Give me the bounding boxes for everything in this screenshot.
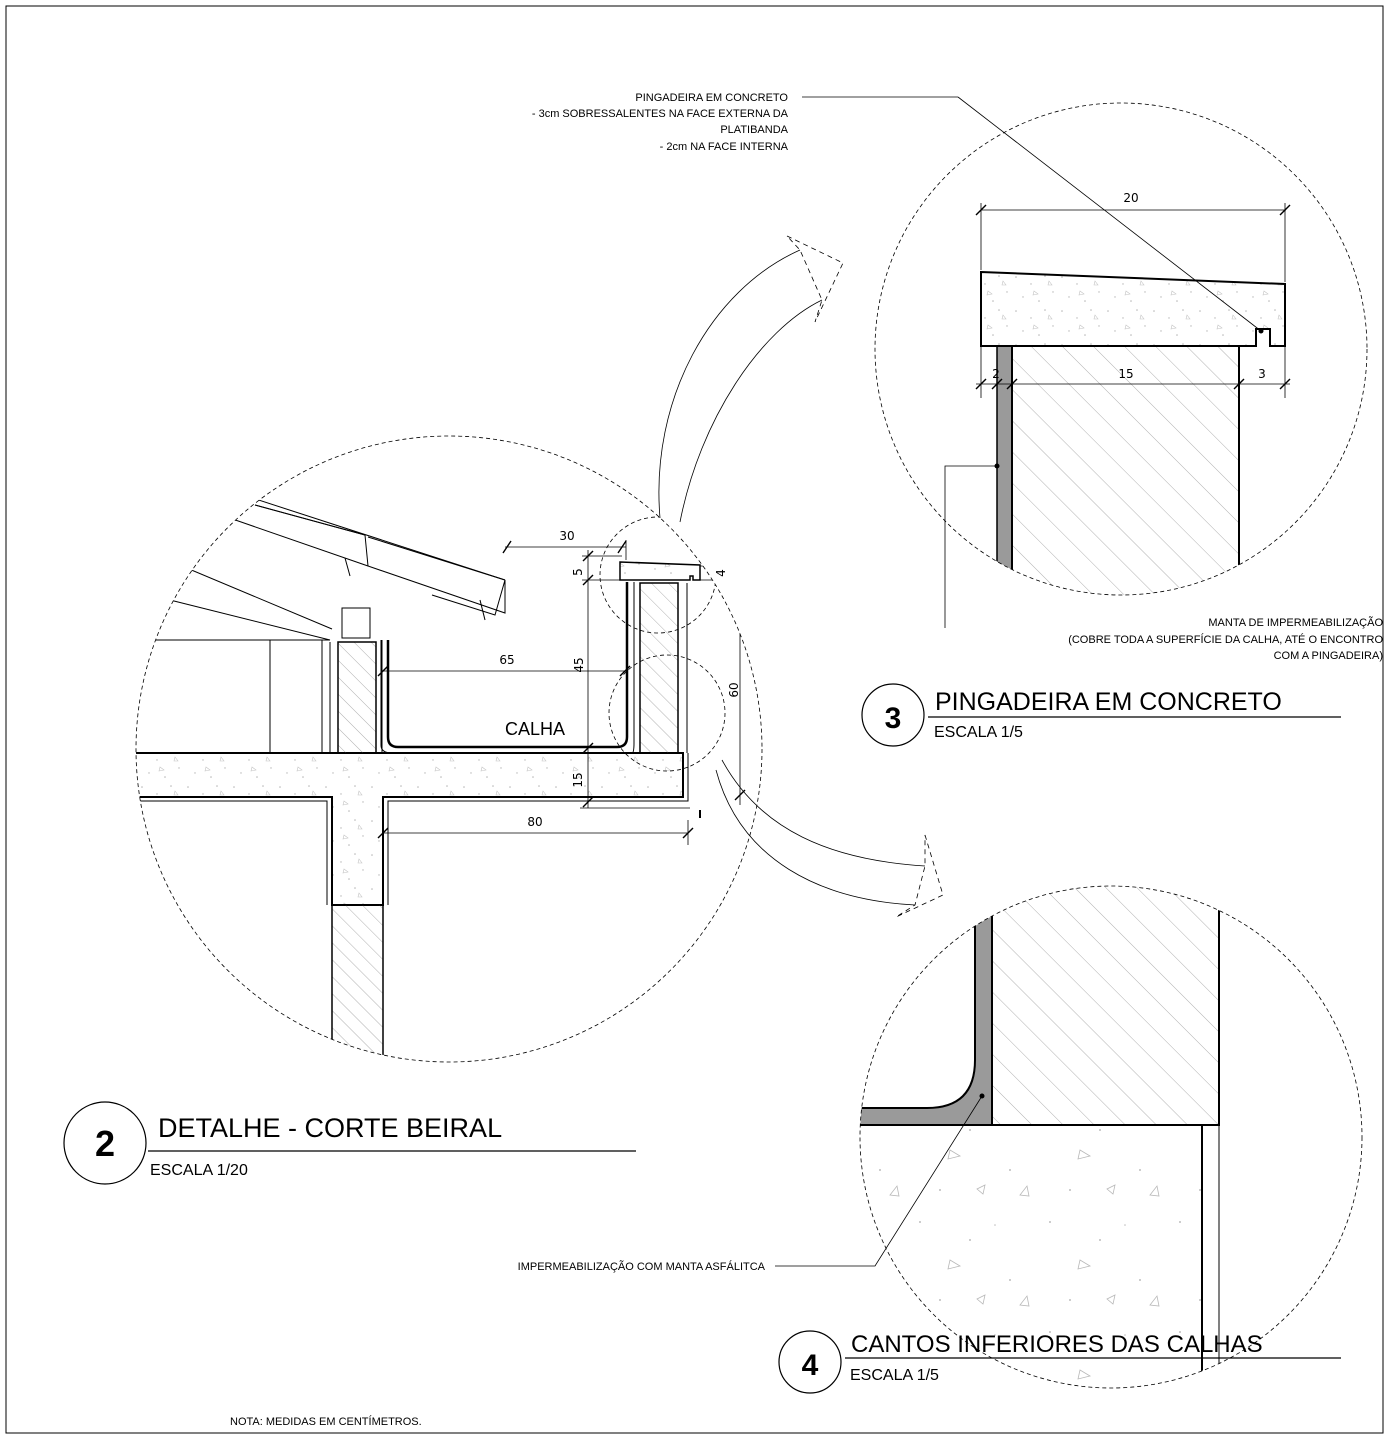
detail-2-number-circle <box>63 1101 147 1185</box>
dim-45: 45 <box>572 657 586 672</box>
detail-4-scale: ESCALA 1/5 <box>850 1367 939 1384</box>
dim-15: 15 <box>571 772 585 787</box>
note-impermeabilizacao: IMPERMEABILIZAÇÃO COM MANTA ASFÁLITCA <box>518 1260 766 1273</box>
detail-4-number-circle <box>778 1330 842 1394</box>
note-manta-line-2: (COBRE TODA A SUPERFÍCIE DA CALHA, ATÉ O… <box>1068 633 1383 646</box>
detail-2-number: 2 <box>95 1123 115 1164</box>
slab-and-beam <box>136 752 684 906</box>
detail-2-scale: ESCALA 1/20 <box>150 1162 248 1179</box>
note-pingadeira-line-1: PINGADEIRA EM CONCRETO <box>635 92 788 104</box>
dim-15-pingadeira: 15 <box>1118 367 1133 381</box>
dimension-lines <box>377 540 746 845</box>
note-manta-line-1: MANTA DE IMPERMEABILIZAÇÃO <box>1208 616 1383 629</box>
dim-30: 30 <box>559 529 574 543</box>
corner-wall <box>991 886 1220 1126</box>
gutter-membrane <box>386 582 629 749</box>
dim-60: 60 <box>727 682 741 697</box>
drip-edge <box>619 561 701 581</box>
detail-3-scale: ESCALA 1/5 <box>934 724 1023 741</box>
detail-3-title: PINGADEIRA EM CONCRETO <box>935 688 1282 716</box>
leader-impermeabilizacao <box>775 1095 983 1267</box>
note-medidas: NOTA: MEDIDAS EM CENTÍMETROS. <box>230 1415 422 1428</box>
note-pingadeira-line-4: - 2cm NA FACE INTERNA <box>660 141 789 153</box>
detail-2-section: 30 5 4 45 65 60 15 80 CALHA 2 DETALHE - … <box>63 435 763 1185</box>
detail-3-frame <box>874 102 1368 596</box>
detail-4-number: 4 <box>802 1349 819 1382</box>
corner-membrane <box>860 886 993 1126</box>
leader-manta <box>944 465 997 628</box>
detail-2-title: DETALHE - CORTE BEIRAL <box>158 1113 502 1143</box>
dim-2: 2 <box>992 367 1000 381</box>
detail-4-title: CANTOS INFERIORES DAS CALHAS <box>851 1331 1263 1358</box>
callout-arrows <box>658 235 944 918</box>
dim-20: 20 <box>1123 191 1138 205</box>
detail-3-number: 3 <box>885 702 902 735</box>
detail-2-frame <box>135 435 763 1063</box>
note-manta-line-3: COM A PINGADEIRA) <box>1274 650 1383 662</box>
parapet <box>639 582 679 754</box>
dim-80: 80 <box>527 815 542 829</box>
pingadeira-profile <box>980 270 1286 347</box>
roof-structure <box>136 454 506 753</box>
note-pingadeira: PINGADEIRA EM CONCRETO - 3cm SOBRESSALEN… <box>532 92 789 153</box>
slab-membrane <box>136 800 328 905</box>
note-manta: MANTA DE IMPERMEABILIZAÇÃO (COBRE TODA A… <box>1068 616 1383 662</box>
dim-3: 3 <box>1258 367 1266 381</box>
dim-4: 4 <box>714 569 728 577</box>
callout-circle-corner <box>608 654 726 772</box>
detail-3-section: 20 2 15 3 3 PINGADEIRA EM CONCRETO ESCAL… <box>802 96 1368 747</box>
detail-4-section: 4 CANTOS INFERIORES DAS CALHAS ESCALA 1/… <box>775 885 1363 1394</box>
detail-3-number-circle <box>861 683 925 747</box>
detail-4-frame <box>859 885 1363 1389</box>
note-pingadeira-line-2: - 3cm SOBRESSALENTES NA FACE EXTERNA DA <box>532 108 789 120</box>
pingadeira-membrane <box>996 345 1013 595</box>
wall-below <box>331 904 384 1062</box>
platibanda-wall <box>1011 345 1240 595</box>
dim-5: 5 <box>571 568 585 576</box>
inner-wall <box>337 641 377 754</box>
detail-3-dimension-lines <box>975 203 1291 398</box>
gutter-label: CALHA <box>505 719 565 739</box>
dim-65: 65 <box>499 653 514 667</box>
sheet-border <box>5 5 1384 1434</box>
note-pingadeira-line-3: PLATIBANDA <box>720 124 788 136</box>
